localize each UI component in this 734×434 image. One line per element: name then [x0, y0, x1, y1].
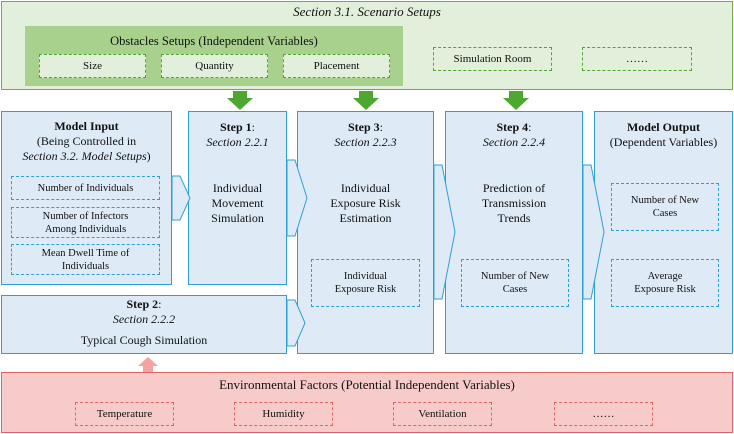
- step1-section: Section 2.2.1: [206, 135, 269, 149]
- step3-panel: [297, 111, 434, 354]
- output-item-line2: Cases: [652, 208, 678, 219]
- input-item-line2: Among Individuals: [44, 223, 127, 235]
- green-arrow-step1: [227, 91, 253, 110]
- model-output-subtitle: (Dependent Variables): [609, 135, 718, 149]
- step4-line2: Transmission: [481, 196, 547, 210]
- input-item-line1: Number of Individuals: [37, 182, 134, 194]
- obstacle-quantity-box: Quantity: [161, 54, 268, 78]
- step3-box-line2: Exposure Risk: [334, 284, 397, 295]
- environmental-factors-title: Environmental Factors (Potential Indepen…: [219, 377, 515, 392]
- green-arrow-step3: [353, 91, 379, 110]
- step3-body: Individual Exposure Risk Estimation: [297, 181, 434, 226]
- simulation-room-box: Simulation Room: [433, 47, 552, 71]
- step3-line1: Individual: [340, 181, 391, 195]
- chevron-input-to-step1: [171, 175, 191, 221]
- output-item-line1: Average: [647, 271, 683, 282]
- obstacle-placement-box: Placement: [283, 54, 390, 78]
- model-input-panel: [1, 111, 172, 285]
- step4-body: Prediction of Transmission Trends: [445, 181, 583, 226]
- env-ventilation-box: Ventilation: [393, 402, 492, 426]
- step3-colon: :: [379, 120, 383, 134]
- chevron-step2-to-step3: [286, 299, 306, 347]
- red-arrow-step2: [138, 357, 158, 372]
- output-item-line1: Number of New: [630, 195, 700, 206]
- scenario-setups-title: Section 3.1. Scenario Setups: [293, 4, 441, 19]
- model-input-line1: (Being Controlled in: [36, 134, 137, 148]
- model-input-line2: Section 3.2. Model Setups): [1, 149, 172, 164]
- step1-line3: Simulation: [211, 211, 264, 225]
- input-item-line1: Number of Infectors: [42, 210, 129, 222]
- step3-section: Section 2.2.3: [334, 135, 397, 149]
- step1-line2: Movement: [211, 196, 264, 210]
- step2-colon: :: [158, 297, 162, 311]
- env-temperature-box: Temperature: [75, 402, 174, 426]
- step4-colon: :: [528, 120, 532, 134]
- step1-body: Individual Movement Simulation: [188, 181, 287, 226]
- step2-description: Typical Cough Simulation: [80, 333, 208, 347]
- input-item-line2: Individuals: [61, 260, 110, 272]
- obstacles-setups-title: Obstacles Setups (Independent Variables): [110, 34, 318, 48]
- step1-panel: [188, 111, 287, 285]
- chevron-step4-to-output: [582, 164, 605, 300]
- input-item-line1: Mean Dwell Time of: [41, 247, 130, 259]
- step3-header: Step 3: Section 2.2.3: [297, 120, 434, 150]
- step1-header: Step 1: Section 2.2.1: [188, 120, 287, 150]
- model-output-header: Model Output (Dependent Variables): [594, 120, 733, 150]
- input-number-of-individuals: Number of Individuals: [11, 176, 160, 200]
- step4-header: Step 4: Section 2.2.4: [445, 120, 583, 150]
- model-input-section-ref: Section 3.2. Model Setups: [22, 149, 147, 163]
- green-arrow-step4: [503, 91, 529, 110]
- step4-title: Step 4: [496, 120, 529, 134]
- obstacle-size-box: Size: [39, 54, 146, 78]
- step4-line1: Prediction of: [482, 181, 546, 195]
- step4-box-line1: Number of New: [480, 271, 550, 282]
- step2-text: Step 2: Section 2.2.2 Typical Cough Simu…: [1, 297, 287, 348]
- step4-panel: [445, 111, 583, 354]
- step2-section: Section 2.2.2: [112, 312, 176, 326]
- step4-line3: Trends: [497, 211, 531, 225]
- step4-section: Section 2.2.4: [482, 135, 546, 149]
- model-input-title: Model Input: [54, 119, 119, 133]
- chevron-step1-to-step3: [286, 159, 308, 237]
- output-item-line2: Exposure Risk: [634, 284, 696, 295]
- step3-title: Step 3: [347, 120, 380, 134]
- step3-box-line1: Individual: [343, 271, 388, 282]
- step3-line3: Estimation: [339, 211, 392, 225]
- step1-colon: :: [251, 120, 255, 134]
- step3-line2: Exposure Risk: [330, 196, 401, 210]
- model-output-title: Model Output: [626, 120, 700, 134]
- env-humidity-box: Humidity: [234, 402, 333, 426]
- step4-box-line2: Cases: [502, 284, 528, 295]
- model-input-close-paren: ): [146, 149, 151, 163]
- model-input-text: Model Input (Being Controlled in Section…: [1, 119, 172, 164]
- chevron-step3-to-step4: [433, 164, 456, 300]
- step1-title: Step 1: [219, 120, 252, 134]
- scenario-ellipsis-box: ……: [582, 47, 692, 71]
- step1-line1: Individual: [212, 181, 263, 195]
- env-ellipsis-box: ……: [554, 402, 653, 426]
- step2-panel: [1, 295, 287, 354]
- step2-title: Step 2: [126, 297, 159, 311]
